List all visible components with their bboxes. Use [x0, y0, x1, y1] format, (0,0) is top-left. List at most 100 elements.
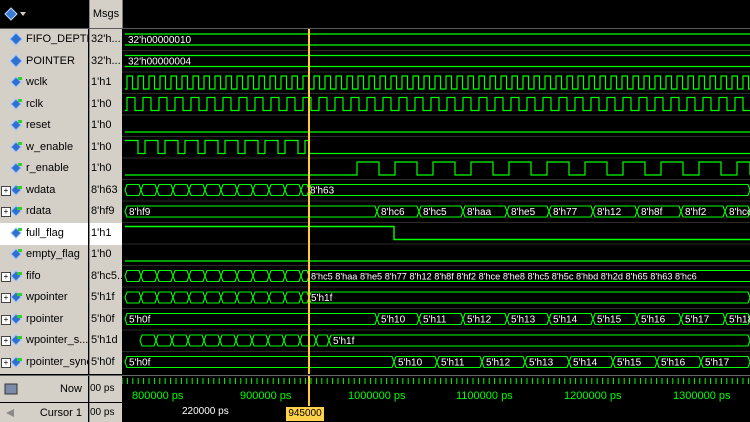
cursor-prev-time: 220000 ps [182, 406, 229, 417]
bus-segment [124, 312, 378, 326]
cursor-label-cell: Cursor 1 [0, 403, 88, 422]
bus-value-label: 8'hc6 [381, 207, 405, 218]
signal-row-8[interactable]: + rdata [0, 201, 88, 223]
bus-segment [172, 291, 190, 304]
bus-segment [220, 269, 238, 283]
signal-row-3[interactable]: rclk [0, 94, 88, 116]
signal-name: reset [26, 119, 51, 131]
bus-value-label: 8'he5 [511, 207, 536, 218]
bus-segment [328, 334, 750, 347]
bus-value-label: 5'h0f [129, 358, 151, 369]
bus-segment [315, 334, 330, 347]
signal-name: rpointer [26, 312, 64, 325]
expand-icon[interactable]: + [1, 185, 11, 196]
signal-bus-icon [10, 312, 22, 325]
timeline-label: 1300000 ps [673, 390, 731, 402]
signal-value: 1'h1 [91, 226, 112, 239]
bus-segment [300, 291, 310, 304]
bus-segment [155, 334, 173, 347]
signal-value: 32'h... [91, 33, 121, 45]
signal-bus-icon [10, 355, 22, 368]
signal-name: POINTER [26, 54, 75, 67]
signal-value-row-14: 5'h1d [90, 330, 122, 352]
signal-row-14[interactable]: +wpointer_s... [0, 330, 88, 352]
bus-value-label: 8'hce [729, 207, 750, 218]
signal-row-13[interactable]: + rpointer [0, 309, 88, 331]
bus-segment [300, 269, 310, 283]
signal-name: wdata [26, 183, 56, 196]
signal-row-6[interactable]: r_enable [0, 158, 88, 180]
bus-segment [700, 355, 750, 369]
expand-icon[interactable]: + [1, 336, 11, 346]
bus-segment [284, 183, 302, 197]
signal-bus-icon [10, 291, 22, 303]
bus-segment [140, 291, 158, 304]
bus-segment [124, 183, 142, 197]
bus-value-label: 5'h17 [705, 358, 730, 369]
wave-tool-icon[interactable] [2, 4, 28, 24]
status-area: Now 00 ps Cursor 1 00 ps 220000 ps 94500… [0, 375, 750, 422]
signal-bus-icon [10, 205, 22, 217]
signal-value: 1'h0 [91, 248, 112, 260]
bus-segment [252, 183, 270, 197]
bus-value-label: 32'h00000010 [128, 35, 192, 46]
signal-name: FIFO_DEPTH [26, 33, 95, 45]
expand-icon[interactable]: + [1, 357, 11, 368]
signal-value-row-8: 8'hf9 [90, 201, 122, 223]
bus-segment [171, 334, 189, 347]
signal-row-9[interactable]: full_flag [0, 222, 88, 245]
signal-name: rdata [26, 205, 52, 217]
bus-segment [308, 291, 750, 304]
signal-clock-icon [10, 76, 22, 88]
cursor-time-badge[interactable]: 945000 ps [286, 407, 324, 421]
signal-row-15[interactable]: +rpointer_sync [0, 352, 92, 374]
signal-name: full_flag [26, 226, 64, 239]
bus-value-label: 5'h1f [333, 336, 355, 347]
signal-row-2[interactable]: wclk [0, 72, 88, 94]
bus-segment [140, 269, 158, 283]
bus-value-label: 32'h00000004 [128, 57, 192, 68]
expand-icon[interactable]: + [1, 293, 11, 303]
expand-icon[interactable]: + [1, 207, 11, 217]
signal-row-11[interactable]: +fifo [0, 266, 88, 288]
signal-row-1[interactable]: POINTER [0, 51, 88, 73]
bus-value-label: 5'h17 [685, 315, 710, 326]
bus-segment [268, 291, 286, 304]
bus-value-label: 5'h1f [311, 293, 333, 304]
bus-segment [268, 183, 286, 197]
signal-value-row-4: 1'h0 [90, 115, 122, 137]
signal-row-7[interactable]: + wdata [0, 180, 88, 202]
bus-value-label: 5'h15 [597, 315, 622, 326]
bus-segment [156, 291, 174, 304]
signal-name: w_enable [26, 140, 74, 153]
bus-segment [220, 183, 238, 197]
bus-value-label: 5'h10 [381, 315, 406, 326]
bus-value-label: 8'h8f [641, 207, 663, 218]
timeline-label: 800000 ps [132, 390, 184, 402]
bus-value-label: 5'h11 [423, 315, 447, 326]
toolbar: Msgs [0, 0, 750, 29]
signal-row-0[interactable]: FIFO_DEPTH [0, 29, 94, 51]
expand-icon[interactable]: + [1, 271, 11, 282]
signal-row-10[interactable]: empty_flag [0, 244, 88, 266]
signal-name: rclk [26, 97, 44, 110]
signal-clock-icon [10, 248, 22, 260]
now-label: Now [59, 383, 82, 395]
bus-value-label: 5'h11 [441, 358, 465, 369]
cursor-lock-icon[interactable] [4, 407, 16, 419]
expand-icon[interactable]: + [1, 314, 11, 325]
signal-value: 1'h1 [91, 76, 112, 88]
signal-value-row-11: 8'hc5... [90, 266, 126, 288]
bus-segment [188, 291, 206, 304]
bus-segment [204, 183, 222, 197]
bus-segment [236, 269, 254, 283]
msgs-column-header[interactable]: Msgs [89, 0, 122, 28]
signal-row-5[interactable]: w_enable [0, 137, 88, 159]
signal-row-12[interactable]: +wpointer [0, 287, 88, 309]
signal-row-4[interactable]: reset [0, 115, 88, 137]
signal-clock-icon [10, 226, 22, 239]
bus-segment [251, 334, 269, 347]
timeline-label: 900000 ps [240, 390, 292, 402]
